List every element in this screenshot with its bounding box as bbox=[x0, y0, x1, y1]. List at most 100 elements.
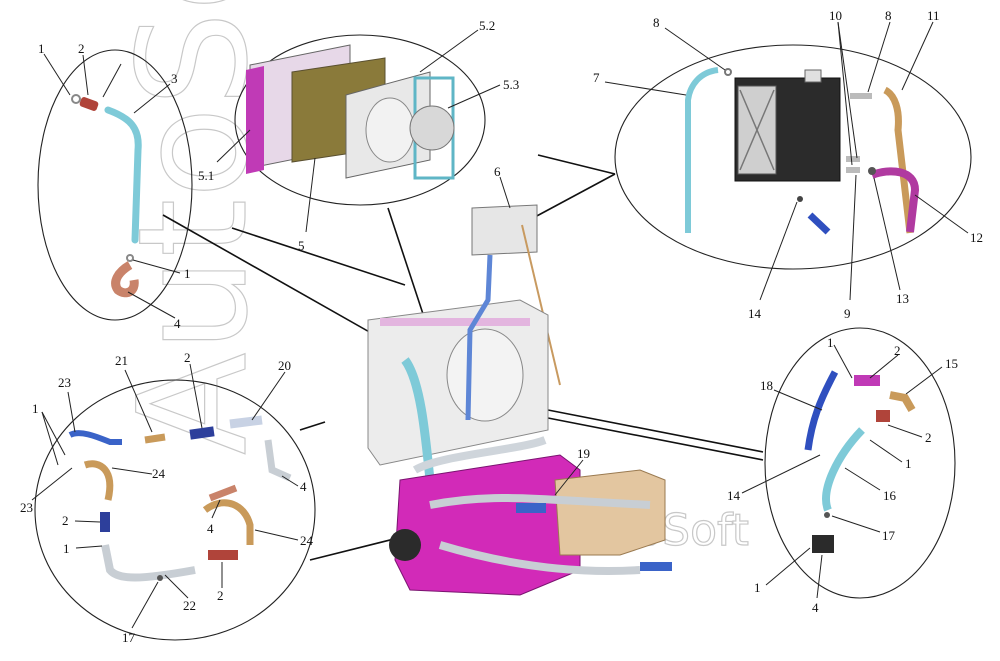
callout-20: 20 bbox=[278, 358, 291, 373]
callout-11: 11 bbox=[927, 8, 940, 23]
fitting-10 bbox=[846, 156, 860, 162]
callout-2: 2 bbox=[78, 41, 85, 56]
callout-3: 3 bbox=[171, 71, 178, 86]
main-pipe-grey bbox=[412, 436, 547, 474]
callout-10: 10 bbox=[829, 8, 842, 23]
connector-tank-a bbox=[537, 154, 616, 175]
hose-11 bbox=[883, 86, 914, 234]
callout-8: 8 bbox=[653, 15, 660, 30]
clamp-2-left bbox=[100, 512, 110, 532]
fitting-9 bbox=[846, 167, 860, 173]
hose-7 bbox=[685, 67, 719, 233]
callout-4: 4 bbox=[174, 316, 181, 331]
engine-pipe-upper bbox=[429, 493, 651, 509]
callout-5: 5 bbox=[298, 238, 305, 253]
callout-1: 1 bbox=[63, 541, 70, 556]
clamp-17 bbox=[157, 575, 163, 581]
fitting-15 bbox=[889, 391, 916, 413]
radiator-top-tank bbox=[380, 318, 530, 326]
callout-14: 14 bbox=[748, 306, 762, 321]
callout-4: 4 bbox=[300, 479, 307, 494]
hose-3 bbox=[104, 106, 142, 244]
clamp-13 bbox=[868, 167, 876, 175]
main-assembly bbox=[367, 204, 672, 596]
callout-14: 14 bbox=[727, 488, 741, 503]
main-fan bbox=[446, 328, 524, 422]
clamp-8a bbox=[724, 68, 732, 76]
callout-15: 15 bbox=[945, 356, 958, 371]
hose-12 bbox=[870, 167, 920, 233]
callout-16: 16 bbox=[883, 488, 897, 503]
group-bottom-right bbox=[764, 327, 956, 599]
callout-17: 17 bbox=[122, 630, 136, 645]
hose-14-segment bbox=[807, 212, 831, 235]
callout-layer: 1 2 3 1 4 5.1 5 5.2 5.3 8 7 10 8 11 14 9 bbox=[20, 8, 983, 645]
clamp-1b bbox=[126, 254, 134, 262]
engine-hose-end bbox=[640, 562, 672, 571]
group-radiator-outline bbox=[234, 34, 486, 206]
callout-8: 8 bbox=[885, 8, 892, 23]
callout-13: 13 bbox=[896, 291, 909, 306]
callout-7: 7 bbox=[593, 70, 600, 85]
callout-12: 12 bbox=[970, 230, 983, 245]
hose-18 bbox=[804, 370, 839, 451]
fitting-20 bbox=[229, 415, 263, 429]
connector-bottom-right-b bbox=[547, 417, 764, 461]
tank-bracket-brace2 bbox=[739, 89, 775, 171]
callout-17: 17 bbox=[882, 528, 896, 543]
fitting-21 bbox=[144, 433, 166, 444]
callout-4: 4 bbox=[207, 521, 214, 536]
fitting-8b bbox=[850, 93, 872, 99]
callout-19: 19 bbox=[577, 446, 590, 461]
clamp-2-top bbox=[189, 426, 215, 440]
engine-hose-mid bbox=[516, 503, 546, 513]
callout-1: 1 bbox=[32, 401, 39, 416]
callout-5-3: 5.3 bbox=[503, 77, 519, 92]
group-radiator bbox=[234, 34, 486, 206]
group-top-left-outline bbox=[37, 49, 193, 321]
engine-block bbox=[394, 454, 581, 596]
connector-radiator-b bbox=[387, 207, 426, 321]
fan-5-3 bbox=[409, 105, 455, 151]
callout-1: 1 bbox=[754, 580, 761, 595]
clamp-2-top-right bbox=[854, 375, 880, 386]
fan-opening bbox=[365, 97, 415, 163]
intake-housing bbox=[554, 469, 666, 556]
hose-24-upper bbox=[83, 460, 114, 501]
hose-16 bbox=[822, 427, 865, 512]
expansion-tank-6 bbox=[471, 204, 538, 256]
callout-21: 21 bbox=[115, 353, 128, 368]
radiator-frame-5-1-side bbox=[246, 66, 264, 174]
callout-2: 2 bbox=[925, 430, 932, 445]
callout-1: 1 bbox=[38, 41, 45, 56]
dipstick-tube bbox=[521, 224, 561, 386]
callout-6: 6 bbox=[494, 164, 501, 179]
tube-20-down bbox=[264, 439, 292, 482]
callout-18: 18 bbox=[760, 378, 773, 393]
callout-2: 2 bbox=[184, 350, 191, 365]
hose-24-lower bbox=[202, 499, 254, 545]
pipe-22 bbox=[101, 544, 196, 582]
connector-bottom-left-b bbox=[299, 421, 326, 431]
clamp-1 bbox=[71, 94, 81, 104]
callout-1: 1 bbox=[905, 456, 912, 471]
callout-23: 23 bbox=[58, 375, 71, 390]
callout-9: 9 bbox=[844, 306, 851, 321]
group-bottom-left bbox=[34, 379, 316, 641]
group-top-left bbox=[37, 49, 193, 321]
main-hose-blue bbox=[465, 254, 493, 421]
callout-2: 2 bbox=[894, 343, 901, 358]
elbow-4-mid bbox=[208, 484, 238, 502]
connector-bottom-right-a bbox=[547, 409, 764, 453]
tank-cap bbox=[804, 69, 822, 83]
hose-23-upper bbox=[68, 430, 122, 445]
callout-5-2: 5.2 bbox=[479, 18, 495, 33]
callout-2: 2 bbox=[62, 513, 69, 528]
clamp-2-bottom bbox=[208, 550, 238, 560]
callout-22: 22 bbox=[183, 598, 196, 613]
group-bottom-right-outline bbox=[764, 327, 956, 599]
clamp-2 bbox=[79, 97, 99, 111]
callout-5-1: 5.1 bbox=[198, 168, 214, 183]
elbow-4-bottom bbox=[812, 535, 834, 553]
